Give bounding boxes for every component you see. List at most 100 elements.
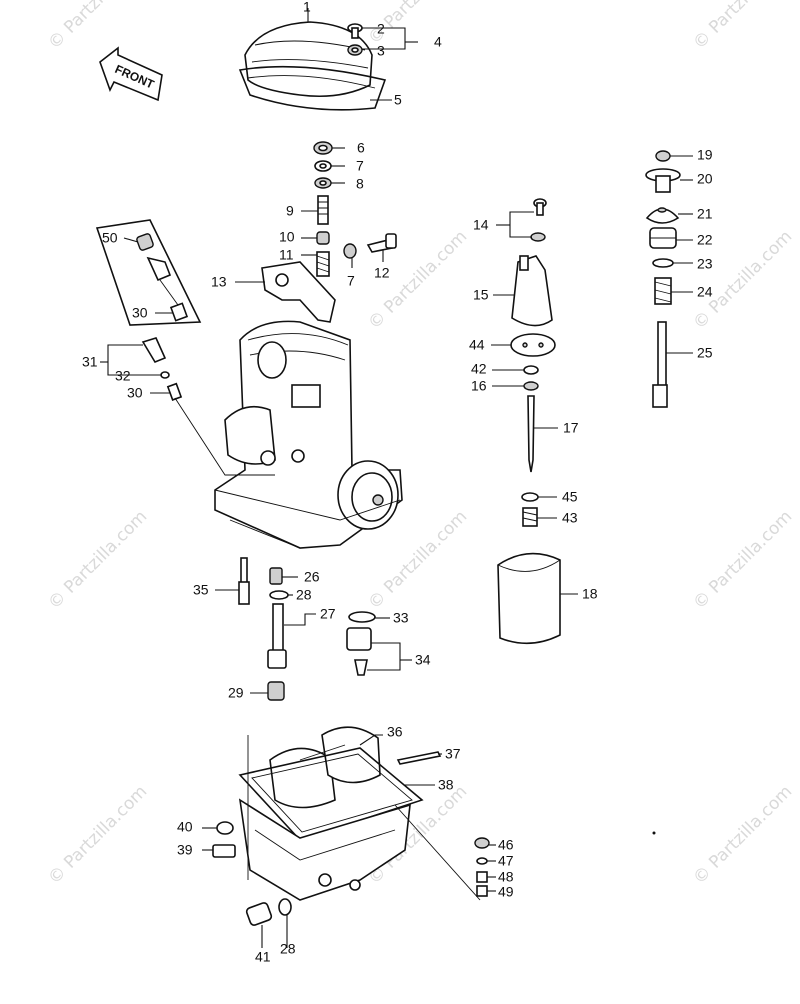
- part-label-28: 28: [296, 587, 312, 603]
- part-label-7b: 7: [347, 273, 355, 289]
- valve-seat-34: [346, 627, 372, 676]
- cap-20: [645, 168, 681, 193]
- part-label-47: 47: [498, 853, 514, 869]
- cap-21: [645, 207, 680, 224]
- part-label-17: 17: [563, 420, 579, 436]
- watermark: © Partzilla.com: [44, 0, 151, 54]
- o-ring-23: [652, 258, 674, 268]
- cap-10: [316, 231, 330, 245]
- part-label-11: 11: [279, 247, 294, 263]
- spring-24: [654, 277, 672, 305]
- part-label-12: 12: [374, 265, 390, 281]
- spring-30b: [166, 382, 183, 401]
- part-label-3: 3: [377, 43, 385, 59]
- clip-16: [523, 381, 539, 391]
- washer-45: [521, 492, 539, 502]
- o-ring-28: [269, 590, 289, 600]
- washer-42: [523, 365, 539, 375]
- jet-needle-35: [238, 557, 250, 605]
- part-label-32: 32: [115, 368, 131, 384]
- o-ring-32: [160, 371, 170, 379]
- part-label-9: 9: [286, 203, 294, 219]
- part-label-28b: 28: [280, 941, 296, 957]
- pipe-48: [476, 871, 488, 883]
- pilot-screw-31: [141, 337, 167, 363]
- part-label-19: 19: [697, 147, 713, 163]
- part-label-34: 34: [415, 652, 431, 668]
- part-label-45: 45: [562, 489, 578, 505]
- gasket-33: [348, 611, 376, 623]
- part-label-35: 35: [193, 582, 209, 598]
- part-label-18: 18: [582, 586, 598, 602]
- part-label-7: 7: [356, 158, 364, 174]
- watermark: © Partzilla.com: [689, 782, 796, 889]
- watermark: © Partzilla.com: [689, 507, 796, 614]
- pilot-assembly-path: [174, 397, 275, 476]
- part-label-48: 48: [498, 869, 514, 885]
- part-label-40: 40: [177, 819, 193, 835]
- part-label-42: 42: [471, 361, 487, 377]
- clip-47: [476, 857, 488, 865]
- spring-11: [316, 251, 330, 277]
- leader-lines: [100, 8, 693, 948]
- front-arrow: FRONT: [99, 46, 163, 102]
- part-label-38: 38: [438, 777, 454, 793]
- part-label-50: 50: [102, 230, 118, 246]
- nut-19: [655, 150, 671, 162]
- washer-8: [314, 177, 332, 189]
- part-label-16: 16: [471, 378, 487, 394]
- pilot-jet-26: [269, 567, 283, 585]
- part-label-6: 6: [357, 140, 365, 156]
- float-pin-37: [396, 751, 442, 765]
- washer-40: [216, 821, 234, 835]
- screw-39: [212, 844, 236, 858]
- lever-13: [261, 261, 336, 323]
- nut-6: [313, 141, 333, 155]
- adjuster-9: [317, 195, 329, 225]
- part-label-33: 33: [393, 610, 409, 626]
- spring-43: [522, 507, 538, 527]
- part-label-5: 5: [394, 92, 402, 108]
- cap-nut-22: [649, 227, 677, 249]
- drain-plug-41: [245, 902, 273, 926]
- part-label-14: 14: [473, 217, 489, 233]
- plate-44: [510, 333, 556, 357]
- stray-dot: [652, 831, 656, 835]
- float-36: [269, 726, 381, 809]
- part-label-22: 22: [697, 232, 713, 248]
- watermark: © Partzilla.com: [44, 782, 151, 889]
- part-label-27: 27: [320, 606, 336, 622]
- part-label-44: 44: [469, 337, 485, 353]
- part-label-41: 41: [255, 949, 271, 965]
- part-label-30: 30: [132, 305, 148, 321]
- part-label-13: 13: [211, 274, 227, 290]
- part-label-43: 43: [562, 510, 578, 526]
- part-label-10: 10: [279, 229, 295, 245]
- float-bowl: [238, 735, 411, 901]
- part-label-31: 31: [82, 354, 98, 370]
- part-label-1: 1: [303, 0, 311, 15]
- part-label-25: 25: [697, 345, 713, 361]
- part-label-24: 24: [697, 284, 713, 300]
- watermark: © Partzilla.com: [44, 507, 151, 614]
- watermark: © Partzilla.com: [689, 0, 796, 54]
- part-label-20: 20: [697, 171, 713, 187]
- needle-jet-27: [267, 603, 287, 669]
- part-label-4: 4: [434, 34, 442, 50]
- part-label-36: 36: [387, 724, 403, 740]
- part-label-30b: 30: [127, 385, 143, 401]
- part-label-26: 26: [304, 569, 320, 585]
- float-bowl-gasket-38: [238, 747, 424, 841]
- part-label-2: 2: [377, 21, 385, 37]
- screw-14: [530, 198, 547, 242]
- part-label-29: 29: [228, 685, 244, 701]
- top-cap-gasket: [238, 65, 387, 111]
- bracket-15: [511, 255, 553, 327]
- part-label-49: 49: [498, 884, 514, 900]
- main-jet-29: [267, 681, 285, 701]
- part-labels: 1 2 3 4 5 6 7 8 9 10 11 12 7 13 14 15 44…: [82, 0, 713, 965]
- part-label-39: 39: [177, 842, 193, 858]
- carburetor-top-cap: [244, 21, 373, 98]
- washer-7b: [343, 243, 357, 259]
